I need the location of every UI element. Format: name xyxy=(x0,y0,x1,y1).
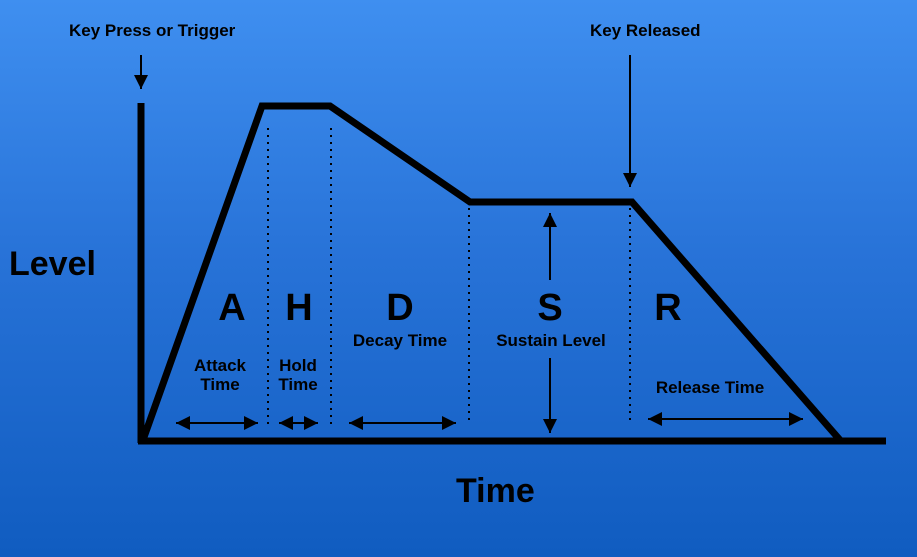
y-axis-label: Level xyxy=(9,245,96,283)
attack-caption-line1: Attack xyxy=(194,356,246,375)
phase-dividers xyxy=(267,128,631,425)
sustain-caption: Sustain Level xyxy=(496,331,606,350)
decay-caption: Decay Time xyxy=(352,331,448,350)
release-caption: Release Time xyxy=(655,378,765,397)
phase-letter-release: R xyxy=(654,287,682,329)
release-point-label: Key Released xyxy=(590,21,701,40)
hold-caption-line2: Time xyxy=(278,374,318,394)
hold-caption: Hold Time xyxy=(258,356,338,394)
phase-letter-decay: D xyxy=(386,287,414,329)
phase-letter-sustain: S xyxy=(537,287,563,329)
attack-caption-line2: Time xyxy=(200,374,240,394)
phase-letter-hold: H xyxy=(285,287,313,329)
trigger-label: Key Press or Trigger xyxy=(69,21,236,40)
envelope-curve xyxy=(139,102,843,443)
attack-caption: Attack Time xyxy=(170,356,270,394)
phase-letter-attack: A xyxy=(218,287,246,329)
x-axis-label: Time xyxy=(456,472,535,510)
hold-caption-line1: Hold xyxy=(279,356,317,375)
